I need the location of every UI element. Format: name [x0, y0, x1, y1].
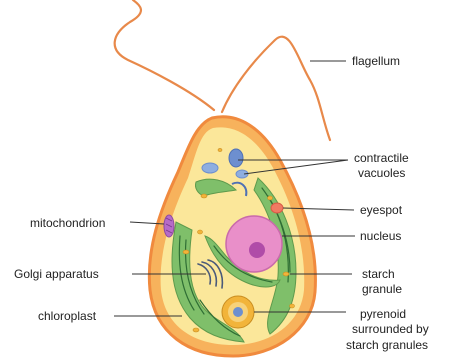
- label-golgi-apparatus: Golgi apparatus: [14, 267, 99, 281]
- pyrenoid: [222, 296, 254, 328]
- label-chloroplast: chloroplast: [38, 309, 97, 323]
- eyespot: [271, 203, 283, 213]
- label-pyrenoid-line1: pyrenoid: [360, 307, 406, 321]
- flagellum-left: [115, 0, 214, 110]
- label-contractile-vacuoles-line2: vacuoles: [358, 166, 405, 180]
- label-contractile-vacuoles-line1: contractile: [354, 151, 409, 165]
- nucleolus: [249, 242, 265, 258]
- label-flagellum: flagellum: [352, 54, 400, 68]
- mitochondrion: [164, 215, 174, 237]
- nucleus: [226, 216, 282, 272]
- label-pyrenoid-line3: starch granules: [346, 338, 428, 352]
- label-pyrenoid-line2: surrounded by: [352, 322, 429, 336]
- label-starch-granule-line2: granule: [362, 282, 402, 296]
- label-eyespot: eyespot: [360, 203, 403, 217]
- label-starch-granule-line1: starch: [362, 267, 395, 281]
- label-nucleus: nucleus: [360, 229, 401, 243]
- label-mitochondrion: mitochondrion: [30, 216, 105, 230]
